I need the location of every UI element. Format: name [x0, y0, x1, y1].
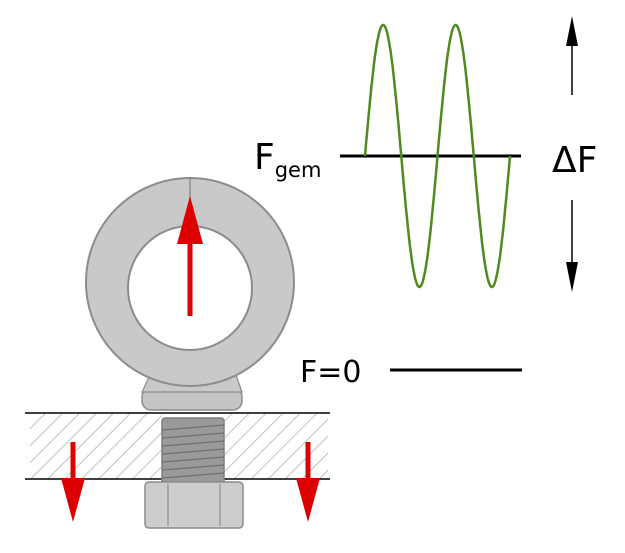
zero-force-label: F=0: [300, 355, 361, 390]
bolt-thread: [161, 424, 225, 479]
oscillating-force-wave: [363, 23, 512, 289]
plate-hatch-left: [30, 413, 162, 479]
mean-force-subscript: gem: [275, 158, 322, 182]
mean-force-label: Fgem: [254, 137, 321, 182]
plate-force-arrow-left: [61, 442, 85, 522]
plate-force-arrow-right: [296, 442, 320, 522]
force-range-arrow: [566, 16, 578, 292]
force-range-label: ΔF: [552, 140, 597, 181]
pull-force-arrow: [177, 196, 203, 316]
force-arrows: [61, 196, 320, 522]
mean-force-base: F: [254, 137, 275, 178]
plate-hatch-right: [223, 413, 328, 479]
bolt-nut: [144, 481, 244, 529]
